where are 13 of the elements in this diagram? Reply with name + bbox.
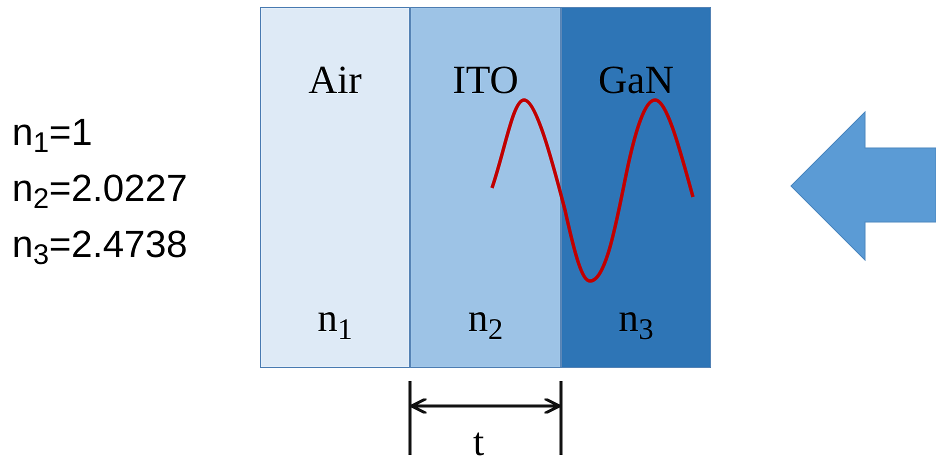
layer-label: Air — [307, 60, 363, 100]
layer-block — [410, 7, 561, 368]
layer-label: ITO — [452, 60, 520, 100]
layer-block — [561, 7, 711, 368]
refractive-index-value: n$_{2}$=2.0227 — [12, 167, 188, 212]
refractive-index-label: n$_{3}$ — [618, 298, 654, 338]
refractive-index-value: n$_{3}$=2.4738 — [12, 223, 188, 268]
refractive-index-label: n$_{1}$ — [316, 298, 354, 338]
refractive-index-label: n$_{2}$ — [467, 298, 504, 338]
layer-label: GaN — [597, 60, 675, 100]
thickness-label: t — [473, 422, 484, 462]
refractive-index-value: n$_{1}$=1 — [12, 111, 94, 156]
layer-block — [260, 7, 410, 368]
